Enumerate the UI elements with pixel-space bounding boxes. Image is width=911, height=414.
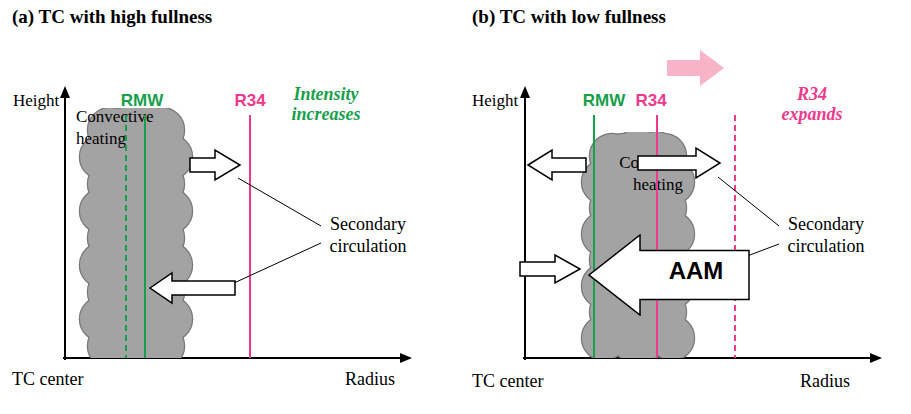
outflow-arrow xyxy=(190,150,240,180)
cloud-outline xyxy=(636,132,676,172)
aam-arrow: AAM xyxy=(588,234,750,316)
panel-title: (b) TC with low fullness xyxy=(472,6,666,28)
cloud-fill xyxy=(110,320,162,358)
height-axis xyxy=(524,96,526,360)
axis-arrowhead xyxy=(520,86,530,98)
r34-label: R34 xyxy=(220,90,280,112)
rmw-line xyxy=(144,115,146,358)
cloud-fill xyxy=(650,316,694,358)
axis-label: Height xyxy=(13,90,59,112)
leader-line xyxy=(718,177,779,226)
convection-cloud: Convective heating xyxy=(68,108,194,358)
r34-line xyxy=(249,115,251,358)
rmw-line xyxy=(593,115,595,358)
outflow-arrow xyxy=(528,150,586,180)
intensity-note: Intensity increases xyxy=(282,84,370,124)
axis-label: Height xyxy=(472,90,518,112)
leader-line xyxy=(234,243,321,283)
r34-label: R34 xyxy=(621,90,681,112)
circulation-note: Secondary circulation xyxy=(776,213,876,257)
circulation-note: Secondary circulation xyxy=(318,213,418,257)
r34-line-dashed xyxy=(734,115,736,358)
node-text: AAM xyxy=(646,260,746,282)
axis-arrowhead xyxy=(870,353,882,363)
axis-label: TC center xyxy=(472,370,543,392)
cloud-fill xyxy=(636,132,676,172)
cloud-fill xyxy=(612,312,664,358)
cloud-outline xyxy=(650,316,694,358)
rmw-label: RMW xyxy=(574,90,634,112)
r34-line xyxy=(656,115,658,358)
inflow-arrow xyxy=(520,255,580,283)
axis-arrowhead xyxy=(400,353,412,363)
panel-title: (a) TC with high fullness xyxy=(12,6,212,28)
leader-line xyxy=(238,178,321,226)
arrow-shape xyxy=(589,235,749,315)
rmw-label: RMW xyxy=(112,90,172,112)
axis-label: TC center xyxy=(12,368,83,390)
expansion-arrow xyxy=(667,50,724,86)
axis-label: Radius xyxy=(800,370,850,392)
axis-label: Radius xyxy=(345,368,395,390)
axis-arrowhead xyxy=(60,86,70,98)
radius-axis xyxy=(523,357,872,359)
height-axis xyxy=(64,96,66,360)
expansion-note: R34 expands xyxy=(772,84,852,124)
